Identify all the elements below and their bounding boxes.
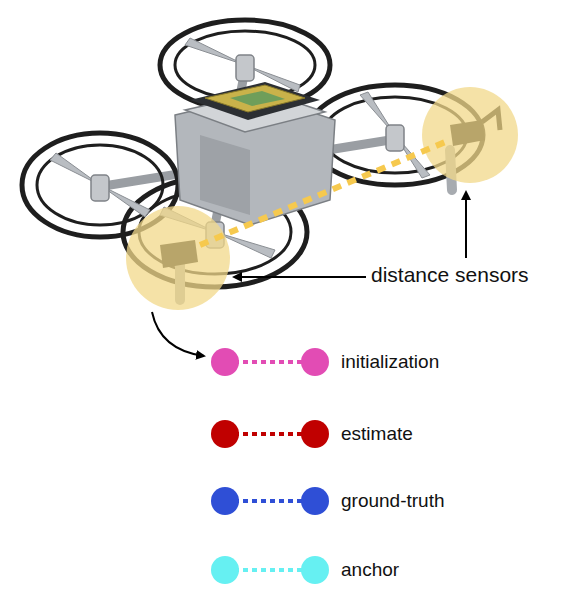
legend-swatch [204,553,334,587]
legend-text: ground-truth [341,490,445,512]
propellers [50,38,430,258]
legend-swatch [204,417,334,451]
legend-text: anchor [341,559,399,581]
leader-arrow [234,276,366,278]
legend-swatch [204,345,334,379]
sensor-link [200,140,450,245]
legend-swatch [204,484,334,518]
propeller-guards [22,20,483,287]
motors [91,55,404,248]
leader-arrow [152,312,204,356]
drone-body [175,82,335,225]
legend-text: estimate [341,423,413,445]
sensor-label: distance sensors [371,263,529,287]
leader-arrow [465,192,467,258]
legend-text: initialization [341,351,439,373]
